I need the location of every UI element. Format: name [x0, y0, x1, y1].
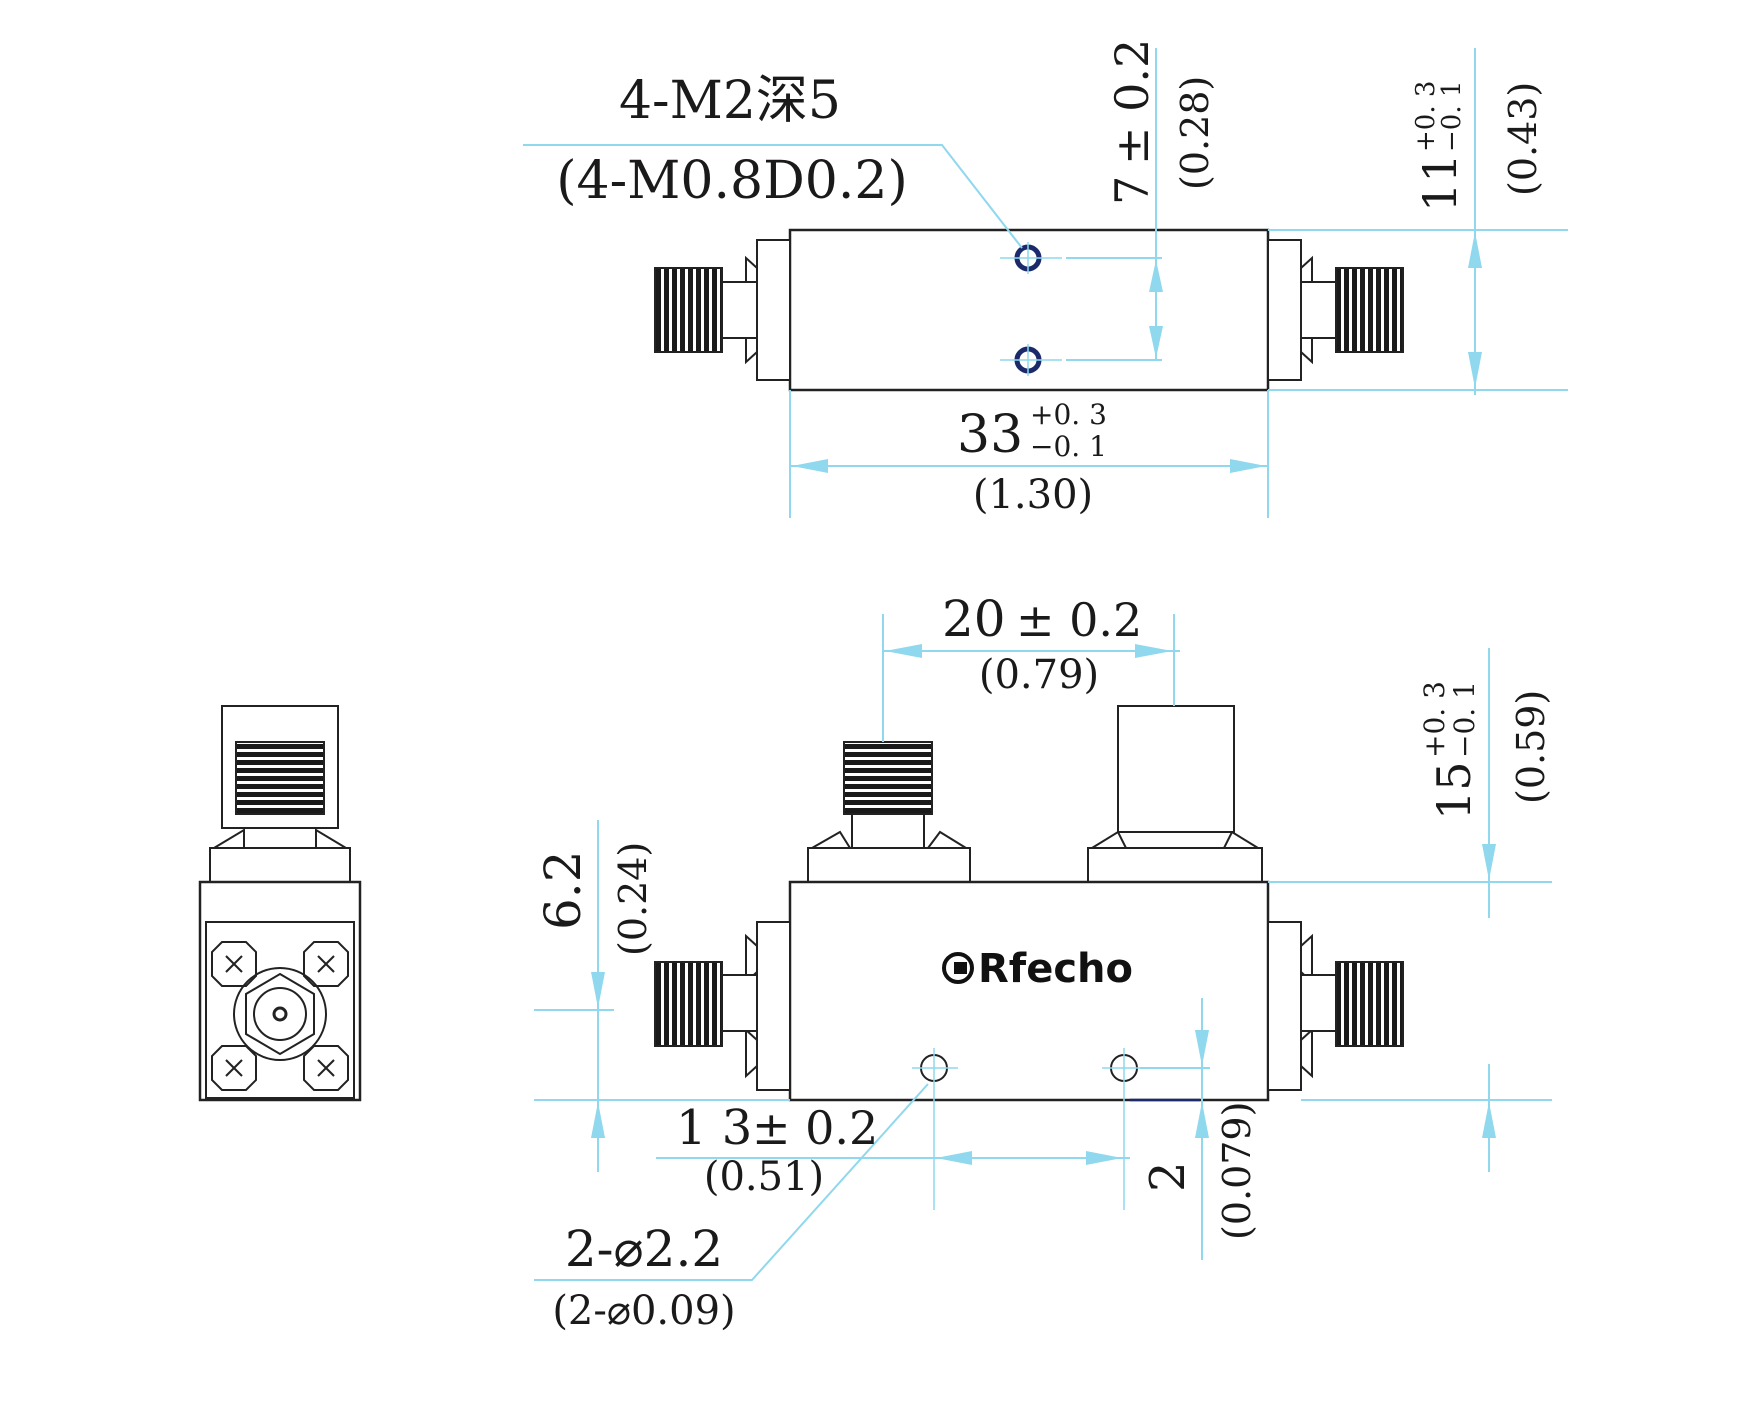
- hole-callout-line1: 4-M2深5: [619, 71, 841, 131]
- through-hole-callout-line1: 2-⌀2.2: [565, 1220, 723, 1278]
- left-connector: [654, 921, 791, 1091]
- total-height-tol-plus: +0. 3: [1418, 681, 1451, 758]
- hole-spacing-inch: (0.51): [704, 1154, 824, 1200]
- hole-spacing-value: 1 3: [676, 1100, 752, 1156]
- through-hole: [1102, 1048, 1146, 1210]
- top-view: 4-M2深5 (4-M0.8D0.2) 7 ± 0.2 (0.28) 11 +0…: [523, 39, 1568, 518]
- screw-icon: [303, 1045, 349, 1091]
- port-spacing-tolerance: ± 0.2: [1016, 593, 1142, 647]
- top-connector-load: [1087, 705, 1263, 883]
- thread-side: [235, 741, 325, 815]
- thread-right: [1335, 961, 1404, 1047]
- front-view: Rfecho: [534, 590, 1553, 1334]
- connector-height-value: 6.2: [534, 850, 592, 930]
- total-height-value: 15: [1427, 761, 1481, 820]
- height-value: 11: [1413, 153, 1467, 212]
- port-spacing-inch: (0.79): [979, 652, 1099, 698]
- thread-top: [843, 741, 933, 815]
- length-value: 33: [957, 405, 1023, 465]
- through-hole: [912, 1048, 958, 1210]
- height-tol-minus: −0. 1: [1437, 81, 1467, 152]
- connector-height-inch: (0.24): [611, 842, 655, 956]
- thread-left: [654, 961, 723, 1047]
- hole-offset-value: 2: [1140, 1161, 1196, 1192]
- hole-offset-inch: (0.079): [1215, 1102, 1259, 1240]
- screw-icon: [303, 941, 349, 987]
- hole-spacing-value: 7: [1105, 176, 1159, 205]
- height-inch: (0.43): [1501, 82, 1545, 196]
- length-inch: (1.30): [973, 472, 1093, 518]
- through-hole-callout-line2: (2-⌀0.09): [552, 1288, 735, 1334]
- total-height-inch: (0.59): [1509, 690, 1553, 804]
- sma-jack-icon: [233, 967, 327, 1061]
- screw-icon: [211, 941, 257, 987]
- hole-callout-leader: [523, 144, 1023, 249]
- thread-left: [654, 267, 723, 353]
- side-view: [198, 705, 362, 1102]
- length-tol-plus: +0. 3: [1030, 398, 1107, 431]
- left-connector: [654, 239, 791, 381]
- thread-right: [1335, 267, 1404, 353]
- hole-spacing-tolerance: ± 0.2: [1105, 39, 1159, 165]
- total-height-tol-minus: −0. 1: [1448, 681, 1481, 758]
- hole-spacing-tolerance: ± 0.2: [752, 1101, 878, 1155]
- brand-logo: Rfecho: [942, 946, 1133, 992]
- port-spacing-value: 20: [942, 590, 1006, 648]
- height-tol-plus: +0. 3: [1411, 81, 1441, 152]
- hole-callout-line2: (4-M0.8D0.2): [556, 151, 908, 211]
- through-hole-leader: [534, 1083, 929, 1281]
- right-connector: [1267, 921, 1404, 1091]
- right-connector: [1267, 239, 1404, 381]
- mounting-hole: [1000, 242, 1062, 274]
- brand-logo-text: Rfecho: [978, 946, 1133, 992]
- length-tol-minus: −0. 1: [1030, 430, 1107, 463]
- top-connector-sma: [807, 741, 971, 883]
- mounting-hole: [1000, 344, 1062, 376]
- hole-spacing-inch: (0.28): [1173, 76, 1217, 190]
- screw-icon: [211, 1045, 257, 1091]
